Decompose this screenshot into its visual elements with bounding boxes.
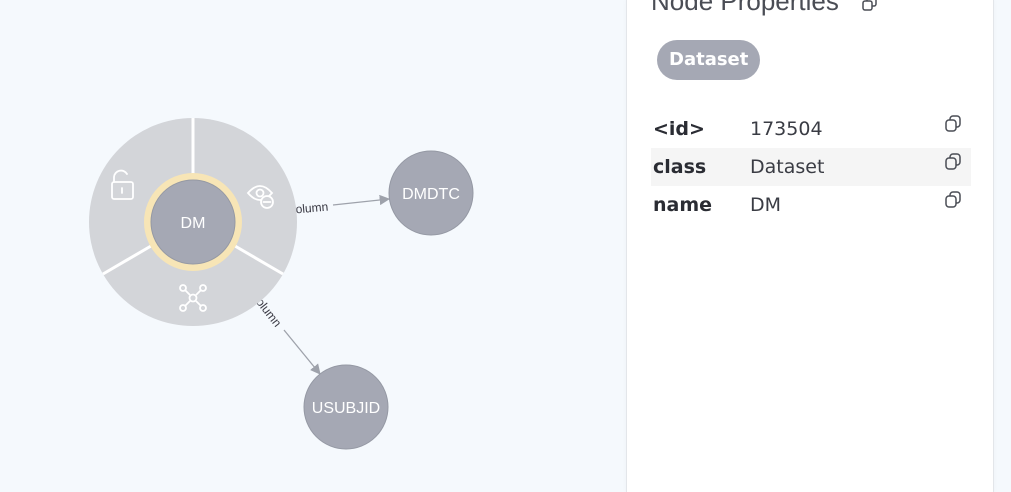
edge-label: olumn bbox=[295, 200, 329, 217]
node-label: DMDTC bbox=[402, 186, 460, 203]
node-label: DM bbox=[181, 215, 206, 232]
panel-title-text: Node Properties bbox=[651, 0, 839, 16]
panel-title: Node Properties bbox=[651, 0, 839, 17]
graph-canvas[interactable]: olumn olumn bbox=[0, 0, 626, 492]
node-label: USUBJID bbox=[312, 400, 380, 417]
property-key: <id> bbox=[653, 118, 705, 140]
graph-svg[interactable]: olumn olumn bbox=[0, 0, 626, 492]
node-dm[interactable]: DM bbox=[144, 173, 242, 271]
property-row: class Dataset bbox=[651, 148, 971, 186]
copy-icon[interactable] bbox=[943, 152, 963, 172]
copy-icon[interactable] bbox=[943, 114, 963, 134]
property-row: name DM bbox=[651, 186, 971, 224]
property-value: 173504 bbox=[750, 118, 823, 140]
copy-icon[interactable] bbox=[861, 0, 879, 13]
property-key: class bbox=[653, 156, 707, 178]
property-key: name bbox=[653, 194, 713, 216]
property-row: <id> 173504 bbox=[651, 110, 971, 148]
expand-network-icon[interactable] bbox=[179, 284, 207, 312]
property-value: Dataset bbox=[750, 156, 825, 178]
copy-icon[interactable] bbox=[943, 190, 963, 210]
property-value: DM bbox=[750, 194, 782, 216]
hide-eye-icon[interactable] bbox=[246, 185, 274, 209]
node-dmdtc[interactable]: DMDTC bbox=[388, 150, 474, 236]
label-badge[interactable]: Dataset bbox=[657, 40, 761, 80]
node-properties-panel: Node Properties Dataset <id> 173504 clas… bbox=[626, 0, 994, 492]
node-usubjid[interactable]: USUBJID bbox=[303, 364, 389, 450]
unlock-icon[interactable] bbox=[111, 169, 134, 200]
edge-dm-usubjid[interactable]: olumn bbox=[253, 295, 321, 375]
